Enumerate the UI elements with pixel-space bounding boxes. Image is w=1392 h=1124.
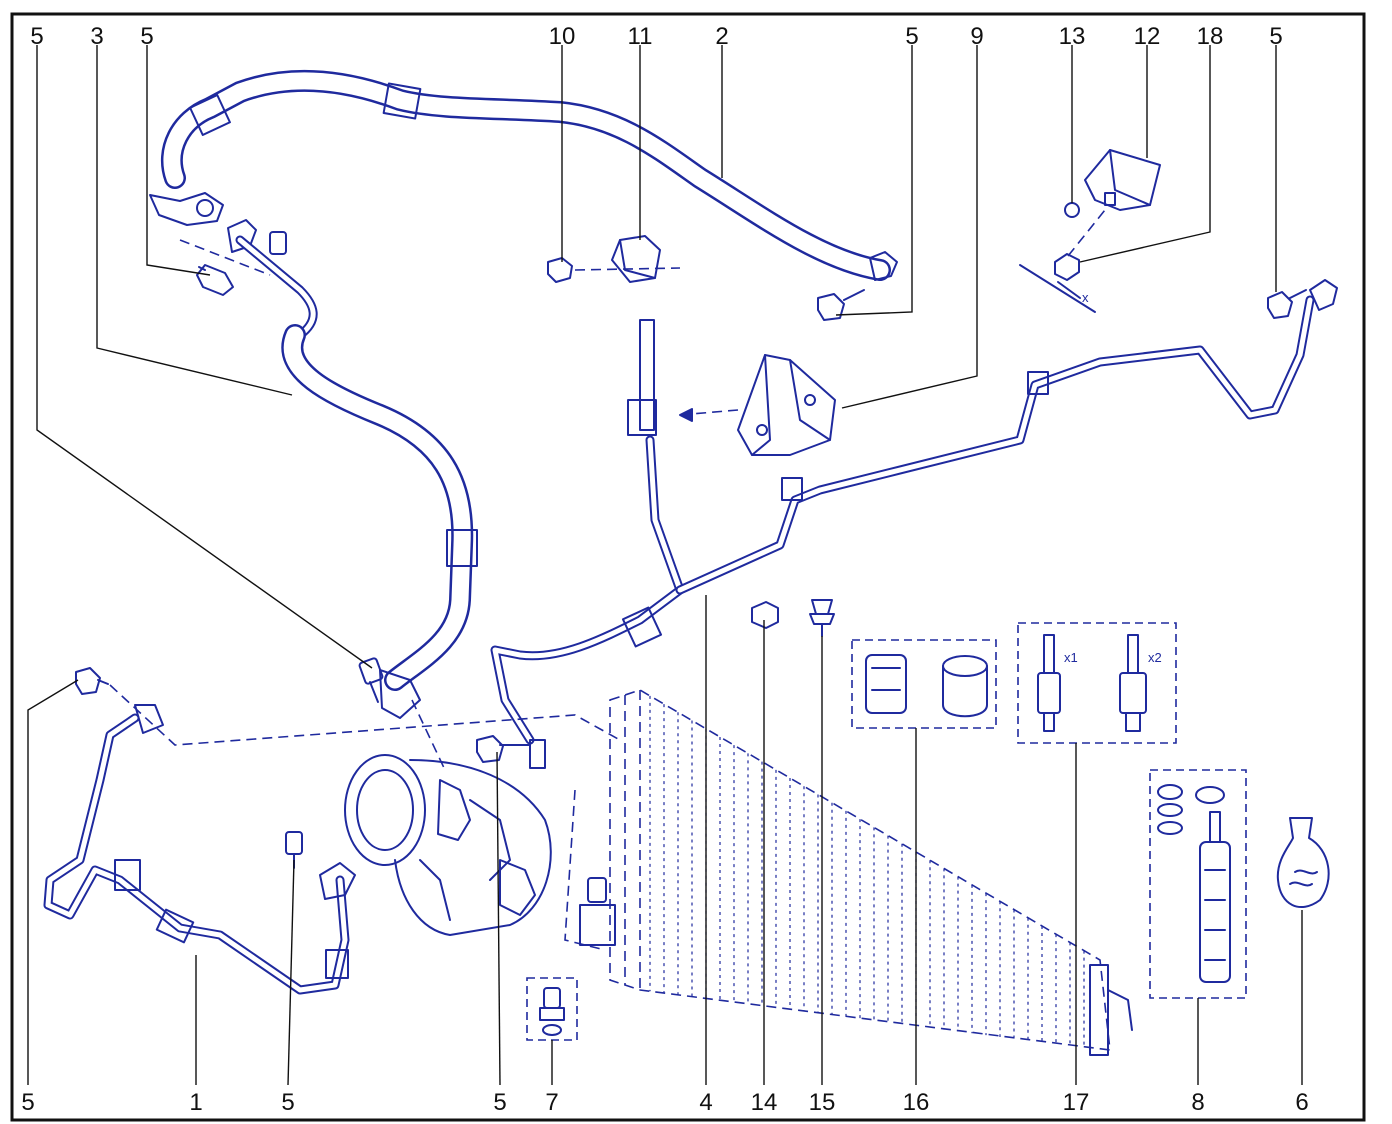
part-7-box <box>526 977 578 1041</box>
callout-bottom-9: 16 <box>903 1089 930 1116</box>
valves-box-17: x1 x2 <box>1017 622 1177 744</box>
bolt-5-lower-left <box>75 667 621 746</box>
valve-x2-label: x2 <box>1148 650 1162 665</box>
callout-bottom-5: 7 <box>545 1089 558 1116</box>
caps-box-16 <box>851 639 997 729</box>
condenser-fitting <box>564 789 616 951</box>
diagram-frame <box>10 12 1366 1122</box>
part-12 <box>1084 149 1161 211</box>
condenser <box>609 689 1133 1056</box>
nut-18: x <box>1019 209 1106 313</box>
callout-bottom-7: 14 <box>751 1089 778 1116</box>
callout-bottom-10: 17 <box>1063 1089 1090 1116</box>
callout-top-6: 2 <box>715 23 728 50</box>
callout-top-2: 3 <box>90 23 103 50</box>
oil-bottle-6 <box>1276 817 1330 909</box>
bolt-5-mid-left <box>358 657 384 703</box>
clip-11 <box>611 235 661 283</box>
callout-bottom-1: 5 <box>21 1089 34 1116</box>
hose-3 <box>235 235 478 719</box>
bolt-5-middle-bottom <box>476 735 531 763</box>
callout-bottom-12: 6 <box>1295 1089 1308 1116</box>
callout-top-9: 13 <box>1059 23 1086 50</box>
pipe-1 <box>43 704 356 995</box>
pipe-4 <box>490 279 1338 769</box>
callout-bottom-6: 4 <box>699 1089 712 1116</box>
bolt-5-far-right <box>1267 289 1307 319</box>
callout-bottom-4: 5 <box>493 1089 506 1116</box>
callout-bottom-2: 1 <box>189 1089 202 1116</box>
dryer-box-8 <box>1149 769 1247 999</box>
callout-top-5: 11 <box>628 23 653 50</box>
callout-top-10: 12 <box>1134 23 1161 50</box>
valve-x1-label: x1 <box>1064 650 1078 665</box>
compressor <box>344 699 552 936</box>
bolt-5-top-left <box>196 264 234 296</box>
valve-15 <box>809 599 835 637</box>
nut-13 <box>1064 202 1080 218</box>
hose-2 <box>160 69 898 281</box>
dimension-x-label: x <box>1082 290 1089 305</box>
bolt-5-top-right-hose <box>817 289 865 321</box>
fitting-top-left <box>149 192 287 276</box>
cap-14 <box>751 601 779 629</box>
callout-top-7: 5 <box>905 23 918 50</box>
callout-top-8: 9 <box>970 23 983 50</box>
callout-top-11: 18 <box>1197 23 1224 50</box>
callout-top-3: 5 <box>140 23 153 50</box>
callouts-bottom: 5 1 5 5 7 4 14 15 16 17 8 6 <box>21 1089 1308 1116</box>
leader-lines <box>27 45 1303 1086</box>
callout-top-1: 5 <box>30 23 43 50</box>
callouts-top: 5 3 5 10 11 2 5 9 13 12 18 5 <box>30 23 1282 50</box>
bracket-9 <box>679 354 836 456</box>
callout-bottom-8: 15 <box>809 1089 836 1116</box>
callout-top-4: 10 <box>549 23 576 50</box>
callout-top-12: 5 <box>1269 23 1282 50</box>
callout-bottom-11: 8 <box>1191 1089 1204 1116</box>
callout-bottom-3: 5 <box>281 1089 294 1116</box>
